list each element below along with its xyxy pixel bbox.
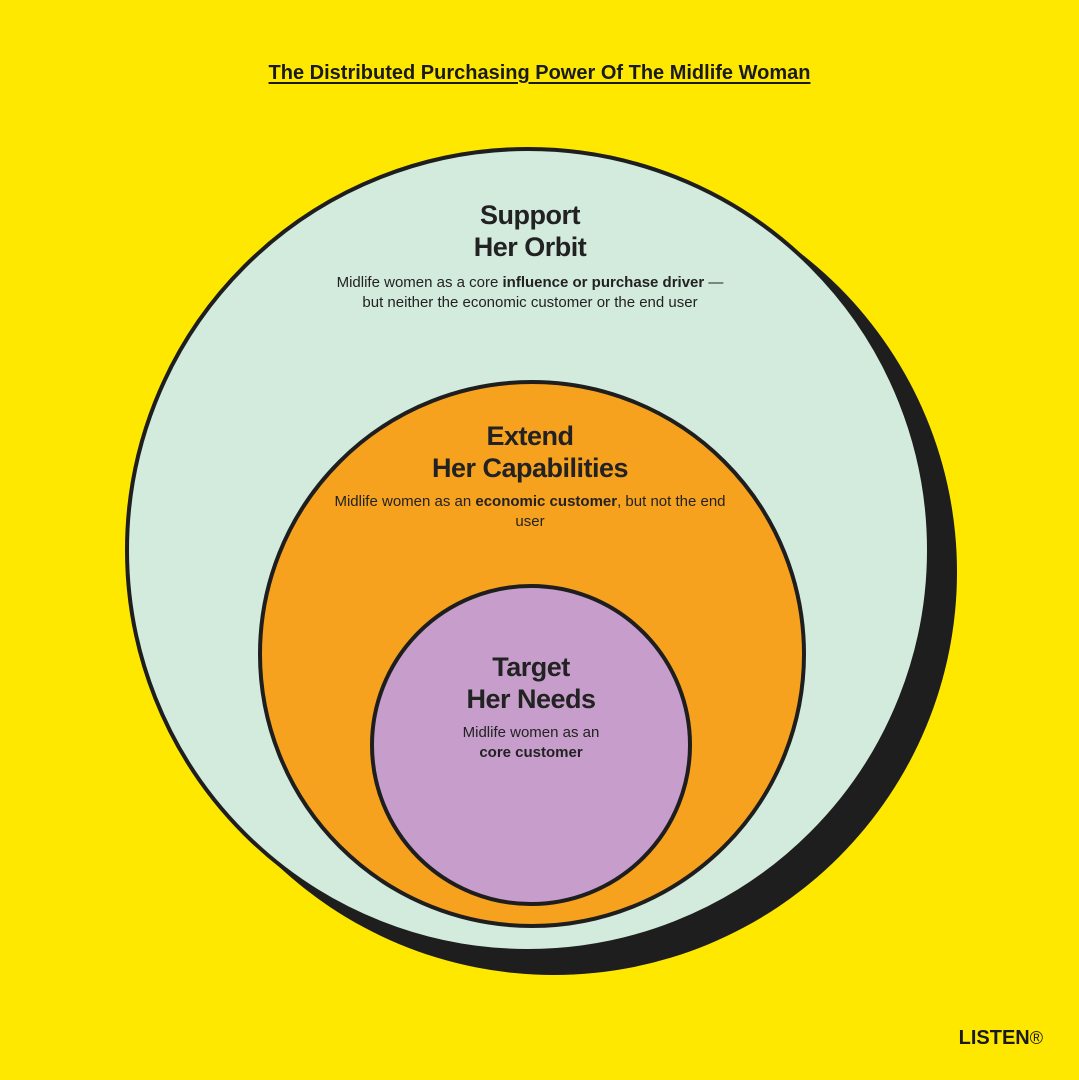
inner-ring-text: Target Her Needs Midlife women as an cor… [410, 651, 652, 763]
inner-ring-circle [370, 584, 692, 906]
middle-ring-heading-line2: Her Capabilities [431, 453, 629, 483]
inner-ring-heading: Target Her Needs [410, 651, 652, 715]
outer-ring-desc-text: Midlife women as a core [336, 274, 503, 291]
middle-ring-heading: Extend Her Capabilities [330, 420, 730, 484]
outer-ring-description: Midlife women as a core influence or pur… [330, 273, 730, 313]
outer-ring-heading-line1: Support [480, 200, 580, 230]
middle-ring-desc-text-end: , but not the end user [515, 493, 726, 530]
logo-wordmark: LISTEN [958, 1027, 1030, 1049]
inner-ring-description: Midlife women as an core customer [410, 723, 652, 763]
outer-ring-heading: Support Her Orbit [330, 199, 730, 263]
outer-ring-heading-line2: Her Orbit [473, 232, 587, 262]
inner-ring-heading-line1: Target [492, 652, 570, 682]
registered-mark: ® [1029, 1028, 1043, 1048]
middle-ring-text: Extend Her Capabilities Midlife women as… [330, 420, 730, 532]
middle-ring-heading-line1: Extend [486, 421, 574, 451]
listen-logo: LISTEN® [959, 1027, 1043, 1050]
page-title: The Distributed Purchasing Power Of The … [268, 62, 811, 84]
outer-ring-text: Support Her Orbit Midlife women as a cor… [330, 199, 730, 313]
middle-ring-desc-text: Midlife women as an [334, 493, 476, 510]
outer-ring-desc-emphasis: influence or purchase driver [502, 274, 705, 291]
inner-ring-heading-line2: Her Needs [466, 684, 596, 714]
inner-ring-desc-text: Midlife women as an [462, 724, 600, 741]
middle-ring-desc-emphasis: economic customer [475, 493, 618, 510]
middle-ring-description: Midlife women as an economic customer, b… [330, 492, 730, 532]
inner-ring-desc-emphasis: core customer [479, 744, 583, 761]
outer-ring-desc-text-end: — but neither the economic customer or t… [362, 274, 724, 311]
